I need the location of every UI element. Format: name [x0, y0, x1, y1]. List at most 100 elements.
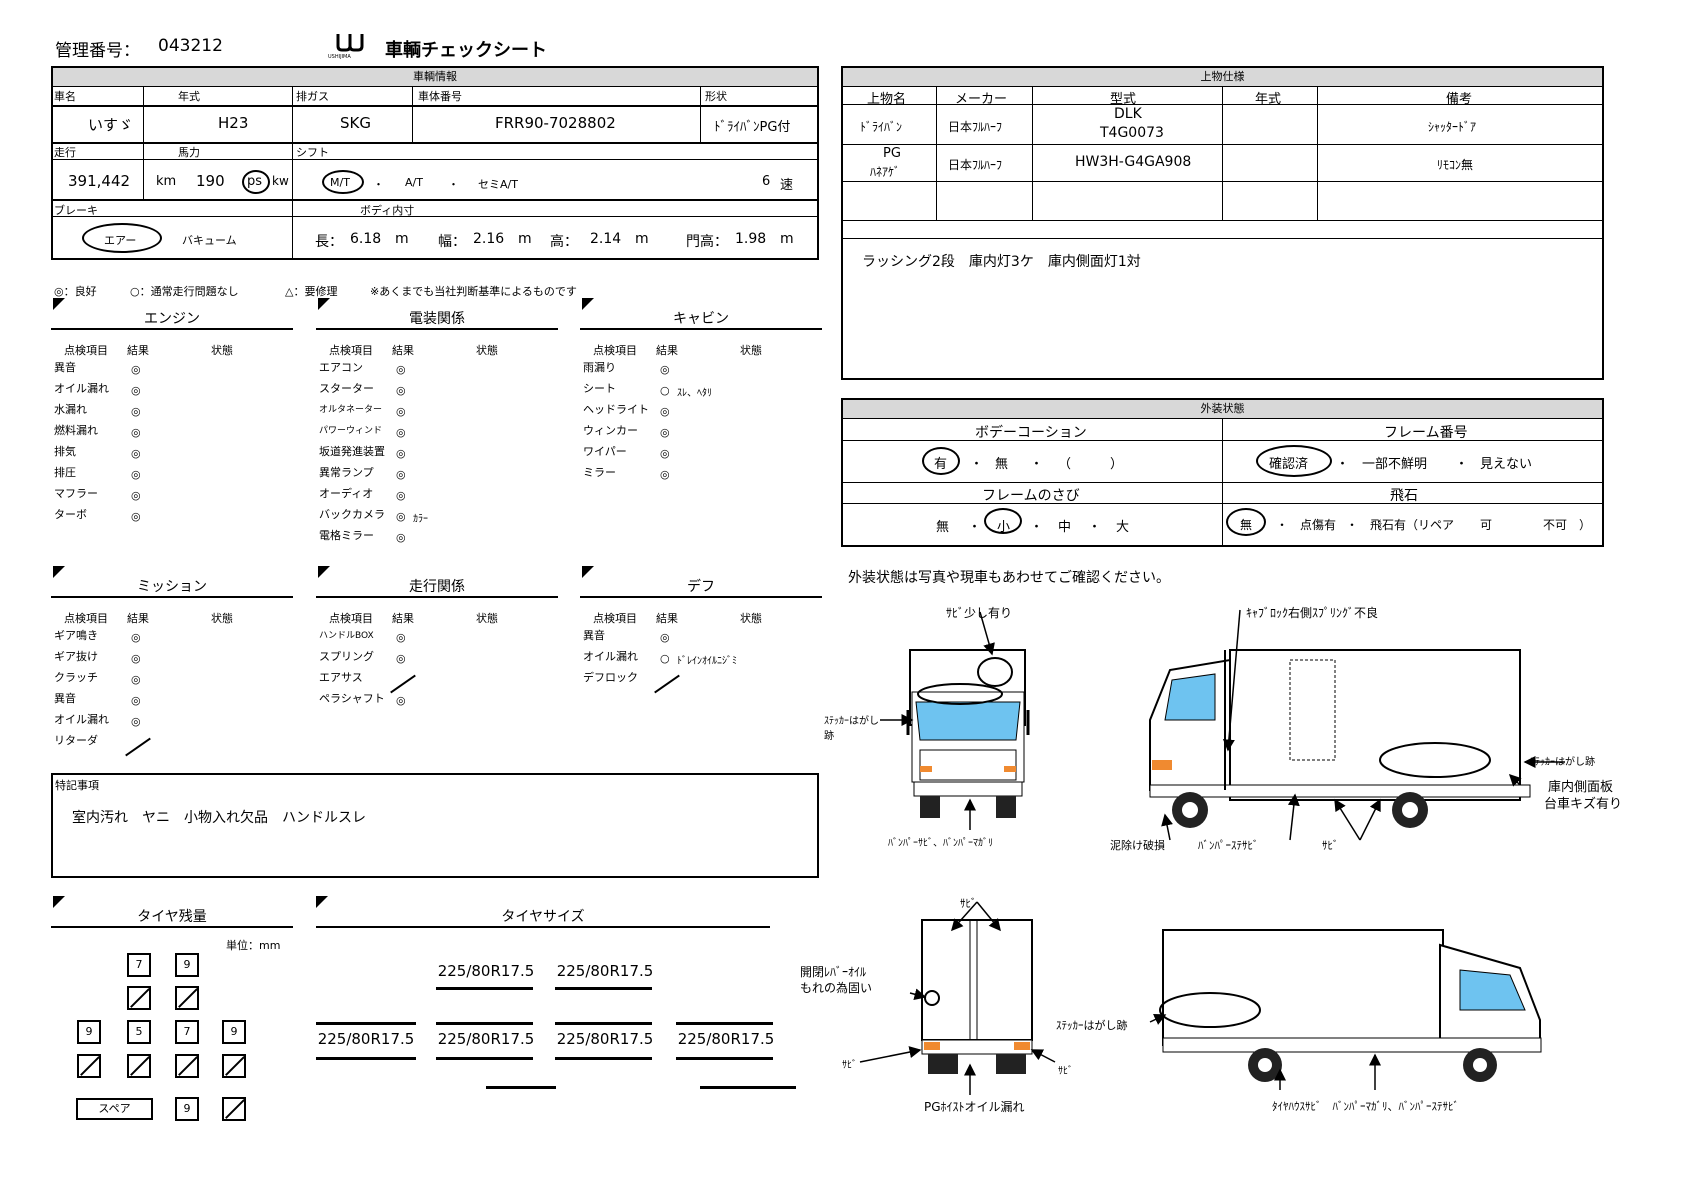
tire-size-rear-4: 225/80R17.5 [677, 1030, 775, 1048]
remarks-text: 室内汚れ ヤニ 小物入れ欠品 ハンドルスレ [72, 810, 366, 826]
electric-item-1: スターター [319, 382, 374, 395]
hp-unit-kw: kw [272, 174, 289, 188]
upper-row1-model-2: T4G0073 [1100, 125, 1164, 141]
body-dim-label: ボディ内寸 [360, 204, 415, 217]
mission-col-result: 結果 [127, 612, 149, 625]
ps-selected-circle [242, 170, 270, 194]
electric-marker-icon [318, 298, 330, 310]
mission-result-3: ◎ [131, 694, 141, 707]
running-title: 走行関係 [316, 576, 558, 598]
tire-front-right: 9 [175, 953, 199, 977]
cabin-marker-icon [582, 298, 594, 310]
bc-yes-circle [922, 447, 960, 475]
diff-item-0: 異音 [583, 629, 605, 642]
upper-row1-name: ﾄﾞﾗｲﾊﾞﾝ [860, 120, 903, 134]
electric-item-8: 電格ミラー [319, 529, 374, 542]
door-height-value: 1.98 [735, 231, 767, 247]
upper-row2-name-1: PG [883, 146, 901, 161]
air-brake-selected-circle [82, 223, 162, 253]
logo-icon [336, 34, 364, 52]
tire-front-left: 7 [127, 953, 151, 977]
document-title: 車輌チェックシート [385, 40, 547, 61]
shift-speed-unit: 速 [780, 178, 794, 193]
length-value: 6.18 [350, 231, 382, 247]
tire-size-rear-3: 225/80R17.5 [556, 1030, 654, 1048]
ann-side-sticker: ｽﾃｯｶｰはがし跡 [1530, 757, 1595, 768]
chassis-label: 車体番号 [418, 90, 462, 103]
brake-vacuum: バキューム [182, 234, 237, 247]
mission-title: ミッション [51, 576, 293, 598]
height-value: 2.14 [590, 231, 622, 247]
ann-side-cab: ｷｬﾌﾞﾛｯｸ右側ｽﾌﾟﾘﾝｸﾞ不良 [1246, 606, 1379, 620]
electric-result-7: ◎ [396, 510, 406, 523]
engine-col-state: 状態 [211, 344, 233, 357]
rust-dot-1: ・ [968, 520, 982, 535]
ann-front-bumper: ﾊﾞﾝﾊﾟｰｻﾋﾞ、ﾊﾞﾝﾊﾟｰﾏｶﾞﾘ [888, 838, 993, 849]
length-label: 長： [315, 234, 343, 250]
electric-note-7: ｶﾗｰ [413, 514, 428, 525]
engine-result-7: ◎ [131, 510, 141, 523]
rear-view-truck [859, 901, 1056, 1095]
maker-label: 車名 [54, 90, 76, 103]
rust-small-circle [984, 508, 1022, 534]
engine-item-2: 水漏れ [54, 403, 87, 416]
rust-mid: 中 [1058, 520, 1072, 535]
running-col-state: 状態 [476, 612, 498, 625]
tire-rear-2-na [127, 1054, 151, 1078]
management-number-label: 管理番号： [55, 41, 140, 61]
tire-spare-na [222, 1097, 246, 1121]
legend-good: ◎：良好 [54, 285, 97, 298]
upper-col-year: 年式 [1255, 92, 1282, 107]
upper-row2-name-2: ﾊﾈｱｹﾞ [870, 165, 901, 179]
mileage-label: 走行 [54, 146, 76, 159]
bc-dot-2: ・ [1030, 457, 1044, 472]
cabin-item-4: ワイパー [583, 445, 627, 458]
rust-none: 無 [936, 520, 950, 535]
engine-item-7: ターボ [54, 508, 87, 521]
bc-yes: 有 [934, 457, 948, 472]
stone-dot-2: ・ [1346, 518, 1359, 532]
left-side-view-truck [1149, 929, 1542, 1090]
electric-item-0: エアコン [319, 361, 363, 374]
electric-col-state: 状態 [476, 344, 498, 357]
running-slash-2 [390, 674, 416, 694]
upper-row2-note: ﾘﾓｺﾝ無 [1437, 158, 1474, 172]
running-col-result: 結果 [392, 612, 414, 625]
ann-rear-lever-2: もれの為固い [800, 981, 873, 995]
fn-dot-2: ・ [1455, 457, 1469, 472]
rust-dot-2: ・ [1030, 520, 1044, 535]
upper-row1-model-1: DLK [1114, 106, 1142, 122]
ext-rust-label: フレームのさび [982, 488, 1080, 504]
cabin-result-5: ◎ [660, 468, 670, 481]
engine-result-3: ◎ [131, 426, 141, 439]
legend-note: ※あくまでも当社判断基準によるものです [370, 285, 577, 298]
remarks-box [51, 773, 819, 878]
cabin-note-1: ｽﾚ、ﾍﾀﾘ [677, 388, 712, 399]
shape-label: 形状 [705, 90, 727, 103]
diff-slash-2 [654, 674, 680, 694]
upper-row2-maker: 日本ﾌﾙﾊｰﾌ [948, 158, 1003, 172]
electric-title: 電装関係 [316, 308, 558, 330]
ann-side-panel-1: 庫内側面板 [1548, 780, 1614, 795]
legend-repair: △：要修理 [285, 285, 338, 298]
door-height-label: 門高： [686, 234, 728, 250]
running-item-2: エアサス [319, 671, 363, 684]
shift-mt: M/T [330, 176, 350, 189]
upper-row1-maker: 日本ﾌﾙﾊｰﾌ [948, 120, 1003, 134]
diff-item-1: オイル漏れ [583, 650, 638, 663]
mission-result-4: ◎ [131, 715, 141, 728]
mileage-value: 391,442 [68, 172, 131, 190]
diff-marker-icon [582, 566, 594, 578]
company-logo [328, 32, 372, 60]
tire-rear-2: 5 [127, 1020, 151, 1044]
engine-result-2: ◎ [131, 405, 141, 418]
electric-item-3: パワーウィンド [319, 426, 383, 436]
engine-item-3: 燃料漏れ [54, 424, 98, 437]
electric-result-8: ◎ [396, 531, 406, 544]
tire-size-title: タイヤサイズ [316, 906, 770, 928]
engine-item-5: 排圧 [54, 466, 76, 479]
gas-label: 排ガス [296, 90, 329, 103]
engine-result-6: ◎ [131, 489, 141, 502]
bc-dot-1: ・ [970, 457, 984, 472]
tire-rear-4-na [222, 1054, 246, 1078]
